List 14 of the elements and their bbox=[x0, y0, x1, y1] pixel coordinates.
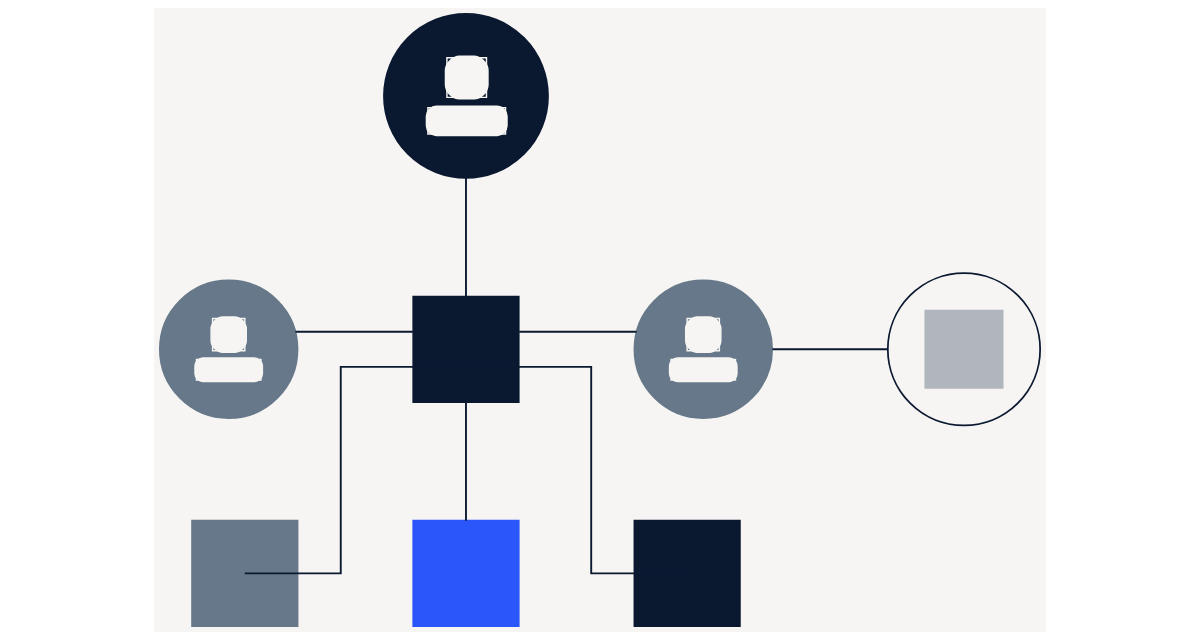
connector bbox=[294, 330, 414, 333]
node-box bbox=[412, 519, 520, 627]
connector bbox=[771, 348, 889, 351]
node-person bbox=[633, 279, 773, 419]
node-box bbox=[412, 295, 520, 403]
node-person bbox=[383, 13, 549, 179]
connector bbox=[465, 176, 467, 298]
connector bbox=[518, 330, 638, 333]
node-box bbox=[633, 519, 741, 627]
connector bbox=[465, 401, 467, 522]
node-person bbox=[159, 279, 299, 419]
connector bbox=[243, 365, 467, 575]
node-box bbox=[191, 519, 299, 627]
node-circle bbox=[886, 272, 1042, 427]
